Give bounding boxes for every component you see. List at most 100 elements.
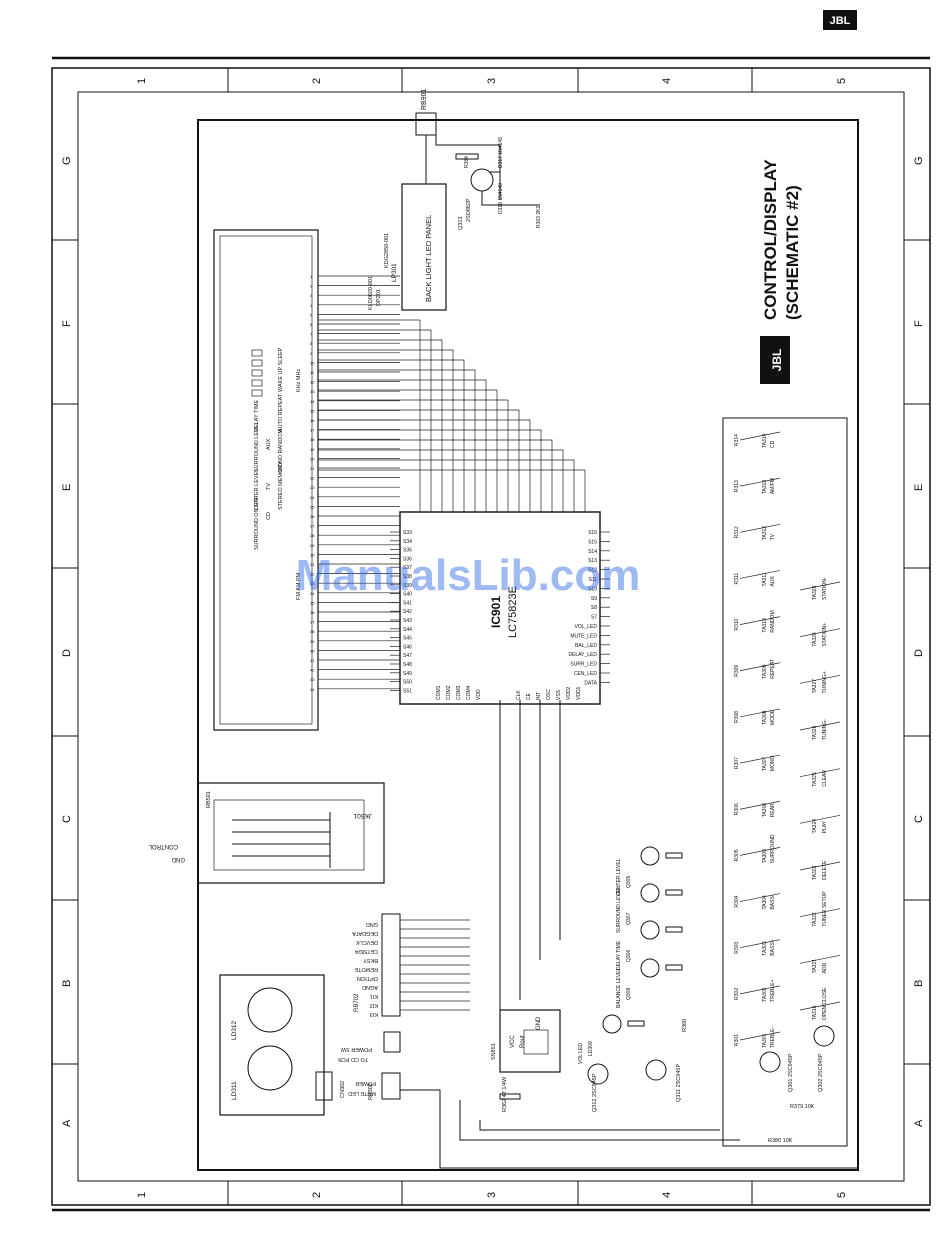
led-driver-label: DELAY TIME xyxy=(616,940,622,970)
key-resistor-ref: R308 xyxy=(734,711,740,723)
ic-right-pin: DELAY_LED xyxy=(568,652,597,658)
grid-row-label-left: F xyxy=(61,320,73,327)
key-switch-ref: TA312 xyxy=(762,526,768,541)
display-pin-number: 8 xyxy=(310,341,313,346)
key-switch-label: TV xyxy=(770,533,776,540)
key-switch-ref: TA329 xyxy=(812,585,818,600)
ic-bottom-pin: VSS xyxy=(556,689,562,700)
ic-right-pin: S7 xyxy=(591,615,597,621)
power-transistors: Q312 2SC945P Q311 2SC945P R362 47 1/4W R… xyxy=(499,1019,688,1112)
key-resistor-ref: R311 xyxy=(734,573,740,585)
display-pin-number: 6 xyxy=(310,322,313,327)
ic-bottom-pin: OSC xyxy=(546,689,552,700)
rb702-pin-label: DEGDATA xyxy=(352,930,378,936)
key-switch-ref: TA323 xyxy=(812,865,818,880)
display-segment-label: AUX xyxy=(266,438,272,450)
q302-label: Q302 2SC945P xyxy=(818,1053,824,1092)
key-switch-ref: TA311 xyxy=(762,572,768,586)
ic-right-pin: S9 xyxy=(591,596,597,602)
ic-left-pin: S50 xyxy=(403,680,412,686)
rb702-pin-label: GND xyxy=(366,921,378,927)
q301-label: Q301 2SC945P xyxy=(788,1053,794,1092)
display-pin-number: 7 xyxy=(310,332,313,337)
header-logo-text: JBL xyxy=(830,15,851,27)
ic-bottom-pin: VDD xyxy=(476,689,482,700)
ic-left-pin: S37 xyxy=(403,565,412,571)
key-switch-ref: TA322 xyxy=(812,912,818,927)
rb501-label: RB501 xyxy=(206,791,212,808)
display-segment-label: TV xyxy=(266,483,272,490)
key-switch-label: MONO xyxy=(770,755,776,771)
display-pin-number: 16 xyxy=(310,418,315,423)
key-switch-label: STATION+ xyxy=(822,623,828,647)
ic-right-pin: BAL_LED xyxy=(575,643,597,649)
sn851-sensor: SN851 VCC Rout GND xyxy=(491,1009,561,1073)
rb301-connector: TO CD PCB POWER SW xyxy=(338,1031,401,1062)
key-switch-ref: TA307 xyxy=(762,756,768,771)
rb702-label: RB702 xyxy=(354,993,360,1012)
display-pin-number: 5 xyxy=(310,312,313,317)
key-resistor-ref: R309 xyxy=(734,665,740,677)
jk501-jack: JK501 RB501 CONTROL GND xyxy=(148,782,385,884)
ic-right-pin: CEN_LED xyxy=(574,671,597,677)
led-driver-label: SURROUND LEVEL xyxy=(616,887,622,933)
key-switch-ref: TA324 xyxy=(812,819,818,834)
sn851-label: SN851 xyxy=(491,1043,497,1060)
backlight-panel-label: BACK LIGHT LED PANEL xyxy=(424,215,433,302)
r363-label: R363 2K2 xyxy=(536,206,542,228)
rb302-label: RB302 xyxy=(368,1083,374,1100)
backlight-section: RB901 BACK LIGHT LED PANEL LP301 KDG2850… xyxy=(368,88,542,311)
ic-left-pin: S45 xyxy=(403,636,412,642)
display-segment-label: CD xyxy=(266,512,272,520)
key-resistor-ref: R301 xyxy=(734,1034,740,1046)
display-pin-number: 29 xyxy=(310,543,315,548)
ic-right-pin: MUTE_LED xyxy=(570,633,597,639)
ic-left-pin: S44 xyxy=(403,627,412,633)
led-driver-ref: Q305 xyxy=(626,876,632,888)
grid-row-label-right: F xyxy=(913,320,925,327)
grid-row-label-left: B xyxy=(61,980,73,987)
ic901-part: LC75823E xyxy=(507,586,519,638)
key-resistor-ref: R314 xyxy=(734,434,740,446)
display-pin-number: 9 xyxy=(310,351,313,356)
q313-label: Q313 xyxy=(458,217,464,230)
display-pin-number: 13 xyxy=(310,389,315,394)
ic-left-pin: S48 xyxy=(403,662,412,668)
rb302-connector: RB302 POWER MUTE LED xyxy=(348,1072,401,1100)
key-switch-label: TUNING+ xyxy=(822,671,828,693)
title-block: JBL CONTROL/DISPLAY (SCHEMATIC #2) xyxy=(760,158,802,384)
grid-col-label-top: 4 xyxy=(661,78,673,84)
key-switch-ref: TA328 xyxy=(812,632,818,647)
key-switch-label: AM/FM xyxy=(770,478,776,494)
grid-row-label-left: A xyxy=(61,1119,73,1127)
ic-right-pin: SURR_LED xyxy=(570,662,597,668)
display-pin-number: 36 xyxy=(310,610,315,615)
grid-col-label-top: 3 xyxy=(486,78,498,84)
display-pin-number: 26 xyxy=(310,514,315,519)
title-line1: CONTROL/DISPLAY xyxy=(761,158,780,320)
r380-label: R380 10K xyxy=(768,1138,793,1144)
display-pin-number: 32 xyxy=(310,572,315,577)
sn851-vcc: VCC xyxy=(510,1035,516,1048)
grid-row-label-right: B xyxy=(913,980,925,987)
key-switch-ref: TA313 xyxy=(762,480,768,495)
display-segment-label: SURROUND LEVEL xyxy=(254,422,260,472)
key-switch-ref: TA306 xyxy=(762,803,768,818)
ic-left-pin: S40 xyxy=(403,592,412,598)
ic-right-pin: S8 xyxy=(591,605,597,611)
ic-right-pin: S10 xyxy=(588,586,597,592)
rb301-pin-1: TO CD PCB xyxy=(338,1056,368,1062)
rb901-label: RB901 xyxy=(421,88,428,110)
display-segment-label: FM AM PM xyxy=(296,572,302,600)
ic-right-pin: S16 xyxy=(588,530,597,536)
display-segment-label: WAKE UP SLEEP xyxy=(278,347,284,392)
lp301-part: KDG2850-001 xyxy=(384,233,390,268)
display-pin-number: 15 xyxy=(310,408,315,413)
display-pin-number: 31 xyxy=(310,562,315,567)
display-segment-label: KHz MHz xyxy=(296,369,302,392)
ic-left-pin: S34 xyxy=(403,539,412,545)
key-resistor-ref: R302 xyxy=(734,988,740,1000)
